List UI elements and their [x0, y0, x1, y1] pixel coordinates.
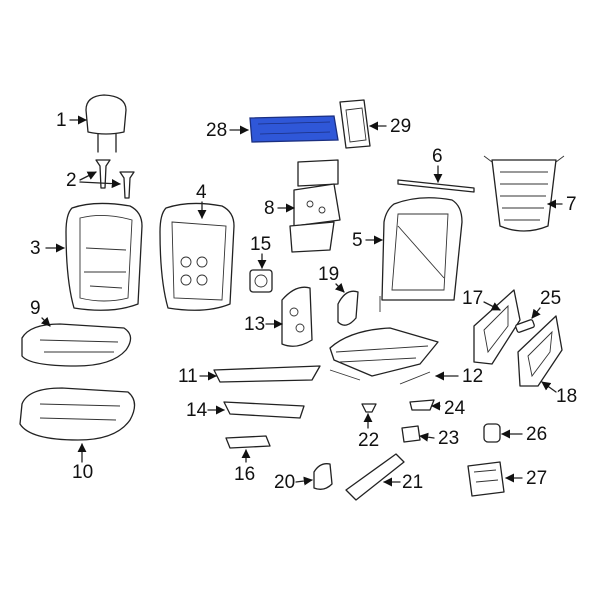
- callout-2: 2: [66, 170, 121, 191]
- callout-label-6: 6: [432, 146, 443, 167]
- callout-label-13: 13: [244, 314, 265, 335]
- callout-11: 11: [178, 366, 217, 387]
- part-control-module[interactable]: [467, 461, 505, 497]
- callout-6: 6: [432, 146, 443, 183]
- part-seat-back-frame[interactable]: [379, 197, 463, 312]
- callout-1: 1: [56, 110, 87, 131]
- callout-7: 7: [547, 194, 577, 215]
- callout-12: 12: [435, 366, 483, 387]
- callout-15: 15: [250, 234, 271, 269]
- callout-label-3: 3: [30, 238, 41, 259]
- callout-label-27: 27: [526, 468, 547, 489]
- callout-label-4: 4: [196, 182, 207, 203]
- part-switch-25[interactable]: [515, 319, 535, 333]
- part-28-module-highlighted[interactable]: [249, 115, 339, 143]
- callout-21: 21: [383, 472, 423, 493]
- callout-29: 29: [369, 116, 411, 137]
- part-seat-cushion-pad[interactable]: [19, 387, 136, 441]
- callout-label-29: 29: [390, 116, 411, 137]
- callout-label-1: 1: [56, 110, 67, 131]
- part-clip-20[interactable]: [313, 463, 333, 490]
- part-support-rod[interactable]: [397, 179, 475, 193]
- callout-label-11: 11: [178, 366, 198, 387]
- callout-label-24: 24: [444, 398, 466, 419]
- callout-label-7: 7: [566, 194, 577, 215]
- callout-label-19: 19: [318, 264, 339, 285]
- callout-label-16: 16: [234, 464, 255, 485]
- callout-26: 26: [501, 424, 547, 445]
- part-clip-24[interactable]: [409, 399, 435, 411]
- part-side-shield[interactable]: [473, 289, 521, 365]
- part-base-plate[interactable]: [213, 365, 321, 383]
- callout-24: 24: [431, 398, 466, 419]
- callout-label-22: 22: [358, 430, 379, 451]
- callout-14: 14: [186, 400, 225, 421]
- part-knob[interactable]: [483, 423, 501, 443]
- part-bracket-23[interactable]: [401, 425, 421, 443]
- callout-17: 17: [462, 288, 501, 311]
- part-bolt[interactable]: [361, 403, 377, 413]
- part-lumbar-panel[interactable]: [289, 159, 341, 253]
- part-module-15[interactable]: [249, 269, 273, 293]
- part-recliner-cover[interactable]: [337, 290, 359, 326]
- callout-label-5: 5: [352, 230, 363, 251]
- callout-19: 19: [318, 264, 345, 293]
- callout-4: 4: [196, 182, 207, 219]
- callout-20: 20: [274, 472, 313, 493]
- callout-10: 10: [72, 443, 93, 483]
- callout-9: 9: [30, 298, 51, 327]
- callout-label-21: 21: [402, 472, 423, 493]
- part-seat-track[interactable]: [329, 327, 439, 385]
- callout-label-15: 15: [250, 234, 271, 255]
- callout-label-10: 10: [72, 462, 93, 483]
- callout-3: 3: [30, 238, 65, 259]
- callout-label-9: 9: [30, 298, 41, 319]
- part-seat-back-pad[interactable]: [159, 202, 235, 311]
- callout-label-25: 25: [540, 288, 561, 309]
- callout-25: 25: [531, 288, 561, 319]
- callout-label-28: 28: [206, 120, 227, 141]
- callout-5: 5: [352, 230, 383, 251]
- callout-16: 16: [234, 449, 255, 485]
- callout-label-12: 12: [462, 366, 483, 387]
- part-seat-back-cover[interactable]: [65, 202, 143, 311]
- callout-label-8: 8: [264, 198, 275, 219]
- part-lumbar-bracket[interactable]: [281, 286, 313, 347]
- callout-28: 28: [206, 120, 249, 141]
- callout-18: 18: [541, 381, 577, 407]
- part-headrest[interactable]: [85, 94, 127, 153]
- part-harness-clip[interactable]: [225, 435, 271, 449]
- callout-label-2: 2: [66, 170, 77, 191]
- callout-label-23: 23: [438, 428, 459, 449]
- part-headrest-guides[interactable]: [95, 159, 135, 199]
- callout-label-26: 26: [526, 424, 547, 445]
- callout-23: 23: [419, 428, 459, 449]
- callout-label-14: 14: [186, 400, 208, 421]
- callout-8: 8: [264, 198, 295, 219]
- callout-label-18: 18: [556, 386, 577, 407]
- callout-13: 13: [244, 314, 283, 335]
- part-side-trim[interactable]: [517, 315, 563, 387]
- part-trim-panel[interactable]: [345, 453, 405, 501]
- callout-22: 22: [358, 413, 379, 451]
- part-module-bracket[interactable]: [339, 99, 371, 149]
- part-wiring-bracket[interactable]: [223, 401, 305, 419]
- callout-label-17: 17: [462, 288, 483, 309]
- callout-27: 27: [505, 468, 547, 489]
- part-seat-cushion-cover[interactable]: [21, 323, 132, 367]
- callout-label-20: 20: [274, 472, 295, 493]
- part-spring-mat[interactable]: [483, 155, 565, 232]
